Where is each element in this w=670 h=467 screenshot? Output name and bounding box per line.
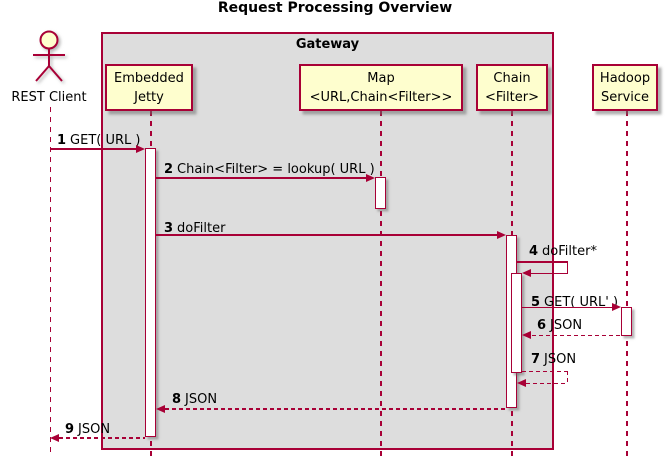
message-1-line [50,148,137,150]
arrowhead [517,379,526,387]
participant-label: Jetty [134,89,164,105]
participant-label: <URL,Chain<Filter>> [309,89,453,105]
participant-label: Hadoop [599,70,651,86]
arrowhead [366,174,375,182]
participant-chain: Chain <Filter> [476,64,548,111]
message-7-line [526,382,568,384]
message-6-line [532,334,622,336]
message-8-line [165,408,506,410]
message-2-line [156,177,366,179]
arrowhead [50,433,59,442]
arrowhead [522,331,531,339]
arrowhead [156,404,165,413]
diagram-title: Request Processing Overview [217,0,453,16]
actor-icon [33,30,65,82]
message-7-line [566,370,568,384]
activation-hadoop-service [621,307,632,336]
message-7-line [522,370,568,372]
message-5-line [522,306,613,308]
activation-map [375,177,386,209]
message-4-line [516,261,568,263]
activation-chain-nested [511,273,522,373]
message-9-line [59,437,145,439]
participant-hadoop-service: Hadoop Service [592,64,658,111]
gateway-label: Gateway [295,37,360,52]
message-4-line [531,272,568,274]
participant-label: Service [600,89,650,105]
activation-embedded-jetty [145,148,156,437]
arrowhead [497,231,506,239]
arrowhead [522,269,531,277]
participant-embedded-jetty: Embedded Jetty [105,64,193,111]
lifeline-hadoop-service [626,111,628,457]
message-3-line [156,234,497,236]
actor-label: REST Client [11,90,87,105]
lifeline-map [380,111,382,457]
lifeline-rest-client [49,107,51,457]
arrowhead [612,303,621,311]
arrowhead [136,145,145,153]
participant-label: Chain [493,70,531,86]
participant-label: Embedded [114,70,184,86]
message-4-line [566,261,568,274]
participant-map: Map <URL,Chain<Filter>> [299,64,463,111]
participant-label: <Filter> [485,89,539,105]
participant-label: Map [367,70,395,86]
